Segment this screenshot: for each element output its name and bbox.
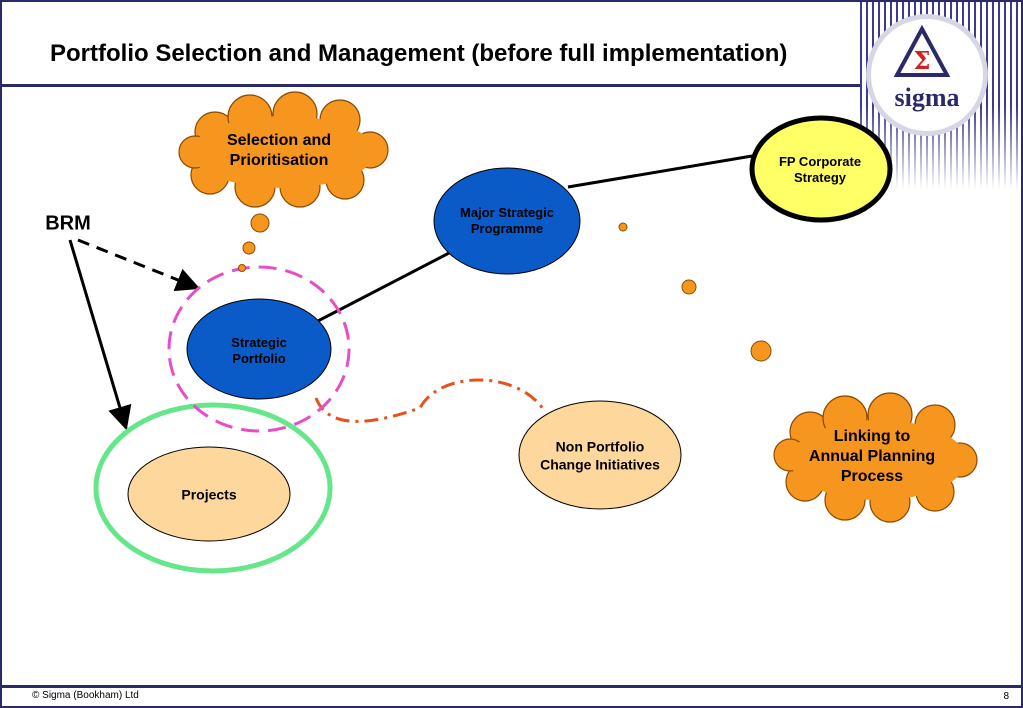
major-programme-label: Major Strategic Programme (460, 205, 554, 238)
fp-strategy-label-line1: FP Corporate (778, 153, 862, 169)
brm-solid-arrow (68, 239, 132, 431)
selection-cloud-label-line2: Prioritisation (229, 152, 329, 169)
non-portfolio-label-line1: Non Portfolio (555, 438, 645, 455)
thought-bubbles (238, 213, 772, 362)
major-programme-node (433, 167, 581, 275)
bubble (750, 340, 772, 362)
slide-title: Portfolio Selection and Management (befo… (50, 40, 788, 67)
page-number: 8 (1003, 691, 1009, 702)
selection-cloud-label-line1: Selection and (226, 132, 332, 149)
strategic-portfolio-label: Strategic Portfolio (231, 335, 287, 368)
footer-rule (2, 685, 1021, 688)
brm-label: BRM (45, 212, 91, 235)
svg-text:Σ: Σ (914, 46, 931, 75)
selection-cloud (178, 91, 389, 208)
non-portfolio-label: Non Portfolio Change Initiatives (540, 439, 660, 474)
bubble (618, 222, 628, 232)
projects-ring (93, 402, 333, 574)
major-programme-label-line2: Programme (470, 221, 544, 236)
linking-cloud-label: Linking to Annual Planning Process (809, 427, 935, 487)
logo-text: sigma (894, 83, 960, 112)
non-portfolio-node (518, 400, 682, 510)
sigma-logo: Σ sigma (866, 14, 988, 136)
linking-cloud-label-line3: Process (840, 468, 904, 485)
header-rule (2, 84, 864, 87)
linking-cloud-label-line2: Annual Planning (808, 448, 936, 465)
brm-dashed-arrow (77, 238, 201, 292)
projects-label: Projects (181, 486, 237, 503)
non-portfolio-label-line2: Change Initiatives (540, 456, 660, 472)
bubble (681, 279, 697, 295)
bubble (242, 241, 256, 255)
sigma-triangle-icon: Σ (893, 24, 951, 77)
fp-strategy-label-line2: Strategy (793, 170, 847, 185)
strategic-portfolio-label-line1: Strategic (231, 334, 287, 350)
connector-portfolio-to-programme (315, 250, 452, 324)
strategic-portfolio-label-line2: Portfolio (232, 351, 286, 366)
linking-cloud-label-line1: Linking to (833, 428, 911, 445)
strategic-portfolio-node (186, 298, 332, 400)
fp-strategy-node (749, 115, 893, 223)
selection-cloud-label: Selection and Prioritisation (227, 131, 331, 171)
bubble (238, 264, 246, 272)
footer-copyright: © Sigma (Bookham) Ltd (32, 690, 139, 701)
connector-programme-to-strategy (567, 154, 753, 189)
projects-node (127, 446, 291, 542)
bubble (250, 213, 270, 233)
major-programme-label-line1: Major Strategic (460, 204, 554, 220)
non-portfolio-link-curve (314, 378, 547, 423)
brm-scope-dashed-circle (167, 265, 351, 433)
fp-strategy-label: FP Corporate Strategy (779, 154, 861, 187)
linking-cloud (773, 392, 978, 523)
